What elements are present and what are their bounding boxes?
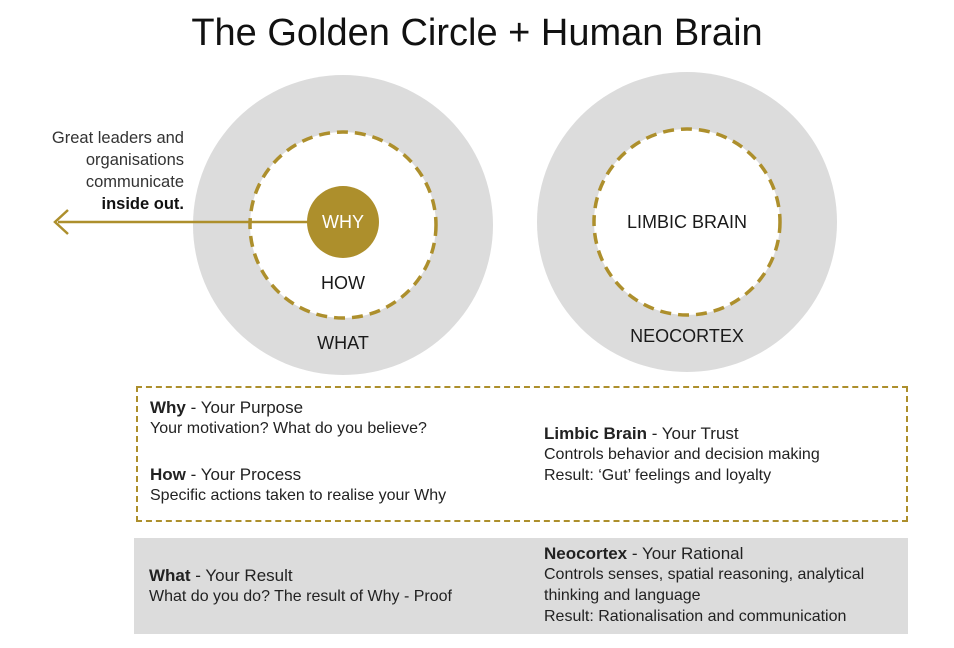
why-label: WHY <box>322 212 364 232</box>
what-subtitle: Your Result <box>205 566 293 585</box>
limbic-text: Result: ‘Gut’ feelings and loyalty <box>544 467 772 484</box>
neocortex-description: Neocortex - Your Rational Controls sense… <box>544 543 864 627</box>
why-term: Why <box>150 398 186 417</box>
what-term: What <box>149 566 191 585</box>
caption-line: Great leaders and <box>51 129 184 147</box>
what-description: What - Your Result What do you do? The r… <box>149 565 452 607</box>
caption-line: organisations <box>85 151 184 169</box>
limbic-term: Limbic Brain <box>544 424 647 443</box>
how-description: How - Your Process Specific actions take… <box>150 464 446 506</box>
neocortex-term: Neocortex <box>544 544 628 563</box>
neocortex-label: NEOCORTEX <box>630 326 744 346</box>
why-text: Your motivation? What do you believe? <box>150 420 427 437</box>
what-text: What do you do? The result of Why - Proo… <box>149 588 452 605</box>
diagram-title: The Golden Circle + Human Brain <box>191 12 763 54</box>
neocortex-subtitle: Your Rational <box>641 544 744 563</box>
separator: - <box>627 544 642 563</box>
why-how-limbic-panel <box>136 386 908 522</box>
caption-emphasis: inside out. <box>101 195 185 213</box>
why-subtitle: Your Purpose <box>200 398 304 417</box>
arrow-head-icon <box>53 209 69 235</box>
neocortex-text: Controls senses, spatial reasoning, anal… <box>544 566 865 583</box>
how-term: How <box>150 465 186 484</box>
caption-line: communicate <box>85 173 184 191</box>
limbic-ring <box>592 127 782 317</box>
why-description: Why - Your Purpose Your motivation? What… <box>150 397 427 439</box>
separator: - <box>190 566 206 585</box>
inside-out-caption: Great leaders and organisations communic… <box>0 127 184 215</box>
limbic-subtitle: Your Trust <box>661 424 739 443</box>
neocortex-text: thinking and language <box>544 587 701 604</box>
separator: - <box>185 398 201 417</box>
how-subtitle: Your Process <box>200 465 302 484</box>
why-core <box>307 186 379 258</box>
limbic-text: Controls behavior and decision making <box>544 446 820 463</box>
separator: - <box>646 424 662 443</box>
limbic-description: Limbic Brain - Your Trust Controls behav… <box>544 423 820 486</box>
limbic-brain-label: LIMBIC BRAIN <box>626 212 748 232</box>
neocortex-text: Result: Rationalisation and communicatio… <box>544 608 847 625</box>
what-neocortex-panel <box>134 538 908 634</box>
how-label: HOW <box>321 273 365 293</box>
how-text: Specific actions taken to realise your W… <box>150 487 447 504</box>
separator: - <box>185 465 201 484</box>
what-label: WHAT <box>317 333 369 353</box>
